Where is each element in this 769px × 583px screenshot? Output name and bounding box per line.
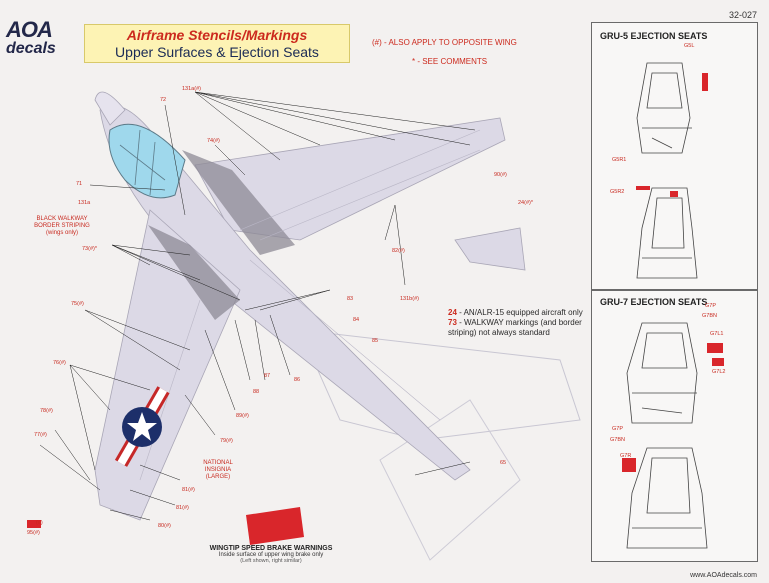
legend-opposite-wing-text: (#) - ALSO APPLY TO OPPOSITE WING <box>372 38 517 47</box>
speed-brake-caption: WINGTIP SPEED BRAKE WARNINGS Inside surf… <box>186 545 356 564</box>
gru5-label-g5r2: G5R2 <box>610 189 625 195</box>
footer-url: www.AOAdecals.com <box>690 572 757 579</box>
callout-24: 24(#)* <box>518 200 533 206</box>
callout-65: 65 <box>500 460 507 466</box>
gru7-label-g7p-bottom: G7P <box>612 426 624 432</box>
gru5-seat-drawings <box>636 62 708 279</box>
gru7-seat-drawings <box>622 322 724 549</box>
gru7-label-g7bn-top: G7BN <box>702 313 717 319</box>
speed-brake-warning-graphic <box>246 507 304 545</box>
legend-see-comments: * - SEE COMMENTS <box>412 57 488 66</box>
gru5-title: GRU-5 EJECTION SEATS <box>600 31 708 41</box>
logo-line2: decals <box>6 40 56 57</box>
gru7-label-g7bn-bottom: G7BN <box>610 437 625 443</box>
comment-73-text: - WALKWAY markings (and border striping)… <box>448 318 582 337</box>
canopy-frames <box>119 129 166 196</box>
callout-80: 80(#) <box>158 523 171 529</box>
speed-brake-title: WINGTIP SPEED BRAKE WARNINGS <box>209 545 333 552</box>
callout-73: 73(#)* <box>82 246 97 252</box>
page-subtitle: Upper Surfaces & Ejection Seats <box>115 44 319 60</box>
callout-131a-left: 131a <box>78 200 91 206</box>
comment-24-num: 24 <box>448 308 457 317</box>
panel-lines <box>139 129 481 481</box>
comment-24-text: - AN/ALR-15 equipped aircraft only <box>456 308 583 317</box>
small-stencil-swatch <box>27 520 41 528</box>
callout-75: 75(#) <box>71 301 84 307</box>
national-insignia-graphic <box>114 386 170 467</box>
callout-84: 84 <box>353 317 360 323</box>
leader-lines <box>39 91 476 521</box>
aoa-logo: AOA decals <box>6 19 70 63</box>
callout-131a-top: 131a(#) <box>182 86 201 92</box>
gru7-label-g7l2: G7L2 <box>712 369 726 375</box>
gru7-panel: GRU-7 EJECTION SEATS G7P G7BN G7L1 G7L2 … <box>591 290 758 562</box>
callout-90: 90(#) <box>494 172 507 178</box>
callout-79: 79(#) <box>220 438 233 444</box>
gru7-label-g7p-top: G7P <box>705 303 717 309</box>
callout-black-walkway: BLACK WALKWAY BORDER STRIPING (wings onl… <box>34 216 90 236</box>
gru5-panel: GRU-5 EJECTION SEATS G5L G5R1 G5R2 <box>591 22 758 290</box>
callout-74: 74(#) <box>207 138 220 144</box>
callout-81: 81(#) <box>182 487 195 493</box>
callout-87: 87 <box>264 373 271 379</box>
gru5-label-g5r1: G5R1 <box>612 157 627 163</box>
small-stencil-label: (#) <box>36 520 43 526</box>
sheet-code: 32-027 <box>728 10 757 20</box>
callout-131b: 131b(#) <box>400 296 419 302</box>
wingtip-inset <box>454 227 526 271</box>
gru7-label-g7l1: G7L1 <box>710 331 724 337</box>
gru7-title: GRU-7 EJECTION SEATS <box>600 297 708 307</box>
small-stencil-label-2: 95(#) <box>27 530 40 536</box>
callout-85: 85 <box>372 338 379 344</box>
callout-71: 71 <box>76 181 83 187</box>
airframe-drawing <box>39 91 581 561</box>
comment-24: 24 - AN/ALR-15 equipped aircraft only <box>448 308 588 318</box>
callout-88: 88 <box>253 389 260 395</box>
legend-opposite-wing: (#) - ALSO APPLY TO OPPOSITE WING <box>372 38 517 47</box>
callout-81b: 81(#) <box>176 505 189 511</box>
gru7-label-g7r: G7R <box>620 453 632 459</box>
callout-72: 72 <box>160 97 167 103</box>
page-title: Airframe Stencils/Markings <box>126 27 308 43</box>
ghost-outline <box>299 329 581 441</box>
callout-83: 83 <box>347 296 354 302</box>
speed-brake-line3: (Left shown, right similar) <box>240 558 302 564</box>
callout-86: 86 <box>294 377 301 383</box>
callout-77: 77(#) <box>34 432 47 438</box>
speed-brake-line2: Inside surface of upper wing brake only <box>218 552 324 558</box>
comment-73: 73 - WALKWAY markings (and border stripi… <box>448 318 588 338</box>
comment-73-num: 73 <box>448 318 457 327</box>
comments-block: 24 - AN/ALR-15 equipped aircraft only 73… <box>448 308 588 338</box>
callout-76: 76(#) <box>53 360 66 366</box>
walkway-right <box>182 150 295 255</box>
title-box: Airframe Stencils/Markings Upper Surface… <box>84 24 350 63</box>
canopy <box>108 123 186 199</box>
callout-national-insignia: NATIONAL INSIGNIA (LARGE) <box>203 460 233 480</box>
callout-78: 78(#) <box>40 408 53 414</box>
callout-82: 82(#) <box>392 248 405 254</box>
walkway-left <box>148 225 240 320</box>
callout-89: 89(#) <box>236 413 249 419</box>
nose <box>94 91 126 126</box>
gru5-label-g5l: G5L <box>684 43 695 49</box>
logo-line1: AOA <box>6 17 53 42</box>
